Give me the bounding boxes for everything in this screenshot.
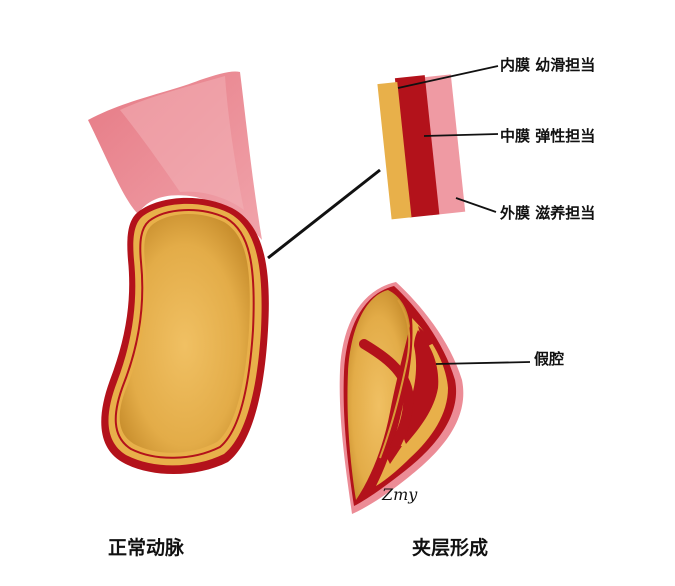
adventitia-label: 外膜 滋养担当: [499, 204, 595, 222]
intima-strip: [377, 82, 412, 220]
adventitia-leader-line: [455, 197, 497, 213]
intima-label: 内膜 幼滑担当: [500, 56, 595, 74]
artery-lumen: [119, 214, 250, 453]
normal-artery-caption: 正常动脉: [108, 536, 185, 559]
zoom-connector-line: [267, 168, 381, 260]
flow-arrow-head-bottom: [382, 446, 402, 464]
dissection-illustration: [339, 282, 464, 514]
flow-arrow: [359, 339, 414, 457]
intima-leader-line: [397, 65, 499, 89]
dissection-flap-edge: [379, 299, 411, 459]
wall-layers-sample: [377, 74, 466, 220]
false-lumen-channel: [403, 330, 439, 444]
artery-wall-highlight: [120, 76, 244, 210]
normal-artery-illustration: [88, 71, 269, 475]
media-label: 中膜 弹性担当: [500, 127, 595, 145]
flow-arrow-head-top: [418, 326, 436, 348]
false-lumen-leader-line: [435, 361, 531, 365]
dissection-caption: 夹层形成: [412, 536, 488, 559]
false-lumen-label: 假腔: [534, 350, 564, 368]
media-leader-line: [423, 133, 499, 137]
artist-signature: Zmy: [381, 485, 418, 504]
artery-inner-line: [114, 209, 255, 459]
